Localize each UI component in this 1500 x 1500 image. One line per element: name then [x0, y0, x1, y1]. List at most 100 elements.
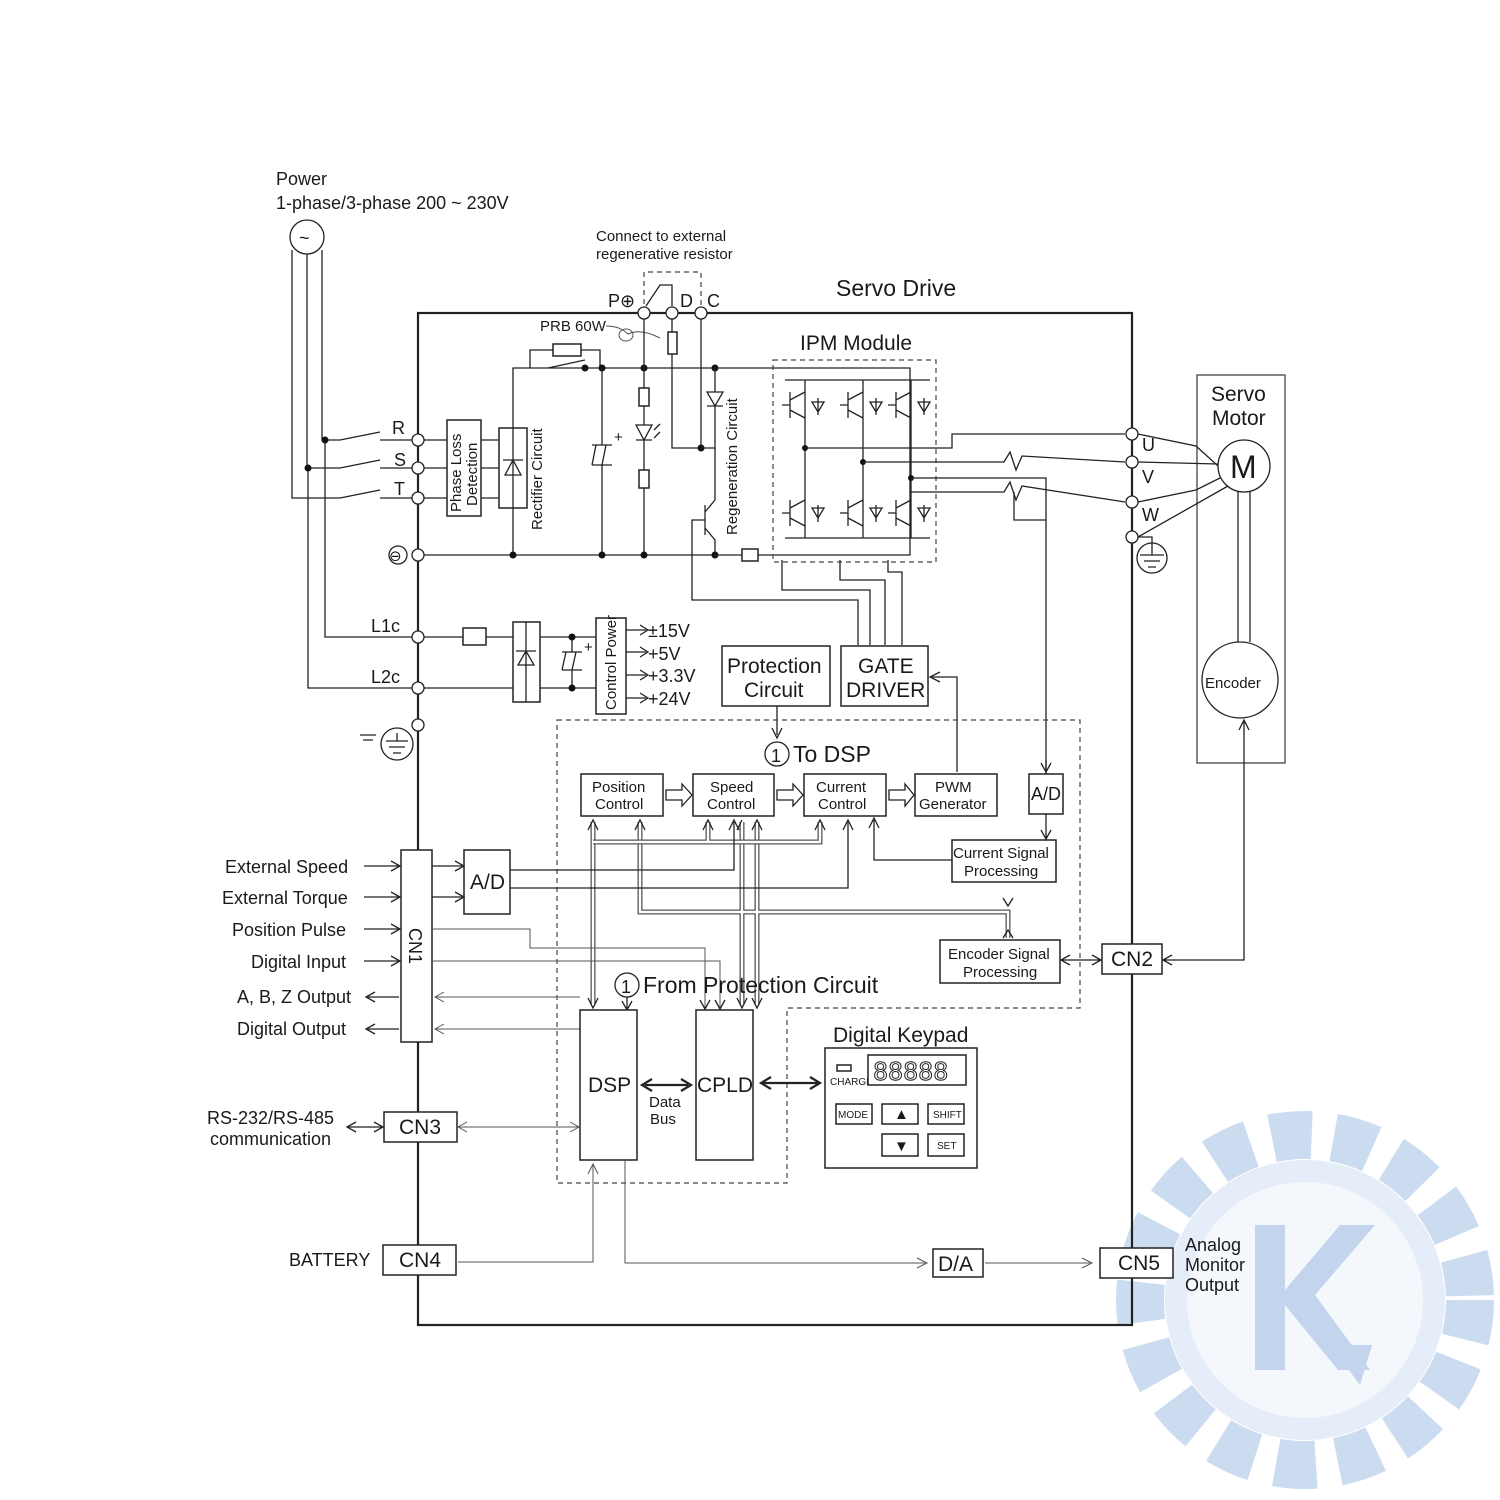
encoder-icon [1201, 641, 1279, 719]
watermark-gear-logo [1116, 1111, 1494, 1489]
encoder-signal-box [939, 939, 1061, 984]
cn5-line2: Monitor [1185, 1255, 1245, 1275]
regeneration-label: Regeneration Circuit [724, 397, 741, 535]
phase-loss-line2: Detection [464, 443, 481, 506]
speed-control-line2: Control [707, 796, 755, 813]
voltage-5v: +5V [648, 644, 681, 664]
gate-driver-line1: GATE [858, 655, 914, 678]
current-control-box [803, 773, 887, 817]
cn5-line3: Output [1185, 1275, 1239, 1295]
keypad-mode-button[interactable] [835, 1103, 873, 1125]
da-box [932, 1248, 984, 1278]
encoder-signal-line1: Encoder Signal [948, 946, 1050, 963]
keypad-up-button[interactable] [881, 1103, 919, 1125]
ad-right-label: A/D [1031, 784, 1061, 804]
gate-driver-box [840, 645, 929, 707]
power-spec: 1-phase/3-phase 200 ~ 230V [276, 193, 509, 213]
terminal-neg-label: ⊖ [389, 548, 402, 565]
cn1-ad-label: A/D [470, 871, 505, 894]
control-power-label: Control Power [603, 615, 620, 710]
terminal-r [411, 433, 425, 447]
position-control-box [580, 773, 664, 817]
terminal-w [1125, 495, 1139, 509]
dsp-box [579, 1009, 638, 1161]
terminal-w-label: W [1142, 505, 1159, 525]
pwm-line1: PWM [935, 779, 972, 796]
keypad-up-label: ▲ [894, 1106, 909, 1123]
cn1-ad-box [463, 849, 511, 915]
phase-loss-detection-box [446, 419, 482, 517]
terminal-t-label: T [394, 479, 405, 499]
terminal-l2c-label: L2c [371, 667, 400, 687]
cn4-battery-label: BATTERY [289, 1250, 370, 1270]
terminal-r-label: R [392, 418, 405, 438]
cn3-box [383, 1111, 458, 1143]
cn4-label: CN4 [399, 1249, 441, 1272]
terminal-l1c [411, 630, 425, 644]
keypad-shift-label: SHIFT [933, 1110, 962, 1121]
data-bus-line2: Bus [650, 1111, 676, 1128]
current-signal-line1: Current Signal [953, 845, 1049, 862]
keypad-title: Digital Keypad [833, 1024, 968, 1047]
pwm-generator-box [914, 773, 998, 817]
data-bus-line1: Data [649, 1094, 681, 1111]
ad-right-box [1028, 773, 1064, 815]
protection-line2: Circuit [744, 679, 804, 702]
encoder-label: Encoder [1205, 675, 1261, 692]
cn5-box [1099, 1247, 1174, 1279]
encoder-signal-line2: Processing [963, 964, 1037, 981]
regen-note-line1: Connect to external [596, 228, 726, 245]
cn5-label: CN5 [1118, 1252, 1160, 1275]
position-control-line1: Position [592, 779, 645, 796]
prb-label: PRB 60W [540, 318, 607, 335]
dsp-region [556, 719, 1081, 1184]
cn1-signal-external-speed: External Speed [225, 857, 348, 877]
cn2-label: CN2 [1111, 948, 1153, 971]
speed-control-line1: Speed [710, 779, 753, 796]
from-protection-num: 1 [621, 977, 631, 997]
terminal-v [1125, 455, 1139, 469]
terminal-p [637, 306, 651, 320]
cn1-box [400, 849, 433, 1043]
power-label: Power [276, 169, 327, 189]
control-power-box [595, 617, 627, 715]
from-protection-label: From Protection Circuit [643, 972, 879, 998]
voltage-15v: ±15V [648, 621, 690, 641]
current-signal-line2: Processing [964, 863, 1038, 880]
keypad-set-button[interactable] [927, 1133, 965, 1157]
ground-icon [380, 727, 414, 761]
keypad-charge-label: CHARGE [830, 1077, 873, 1088]
terminal-s-label: S [394, 450, 406, 470]
protection-line1: Protection [727, 655, 822, 678]
servo-drive-frame [416, 311, 1134, 1327]
terminal-v-label: V [1142, 467, 1154, 487]
gate-driver-line2: DRIVER [846, 679, 925, 702]
to-dsp-label: To DSP [793, 741, 871, 767]
cn1-label: CN1 [405, 928, 425, 964]
dsp-label: DSP [588, 1074, 631, 1097]
keypad-down-button[interactable] [881, 1133, 919, 1157]
terminal-ground [411, 718, 425, 732]
terminal-u-label: U [1142, 435, 1155, 455]
keypad-down-label: ▼ [894, 1138, 909, 1155]
terminal-t [411, 491, 425, 505]
servo-drive-title: Servo Drive [836, 275, 956, 301]
to-dsp-num: 1 [771, 746, 781, 766]
keypad-shift-button[interactable] [927, 1103, 965, 1125]
keypad-display-digits: 88888 [873, 1057, 948, 1086]
regen-note-line2: regenerative resistor [596, 246, 733, 263]
cpld-box [695, 1009, 754, 1161]
ipm-title: IPM Module [800, 332, 912, 355]
terminal-s [411, 461, 425, 475]
keypad-mode-label: MODE [838, 1110, 868, 1121]
ipm-igbt-bridge [782, 379, 932, 539]
terminal-c-label: C [707, 291, 720, 311]
position-control-line2: Control [595, 796, 643, 813]
terminal-u [1125, 427, 1139, 441]
terminal-pe [1125, 530, 1139, 544]
cn3-line1: RS-232/RS-485 [207, 1108, 334, 1128]
voltage-24v: +24V [648, 689, 691, 709]
terminal-l1c-label: L1c [371, 616, 400, 636]
cn3-line2: communication [210, 1129, 331, 1149]
